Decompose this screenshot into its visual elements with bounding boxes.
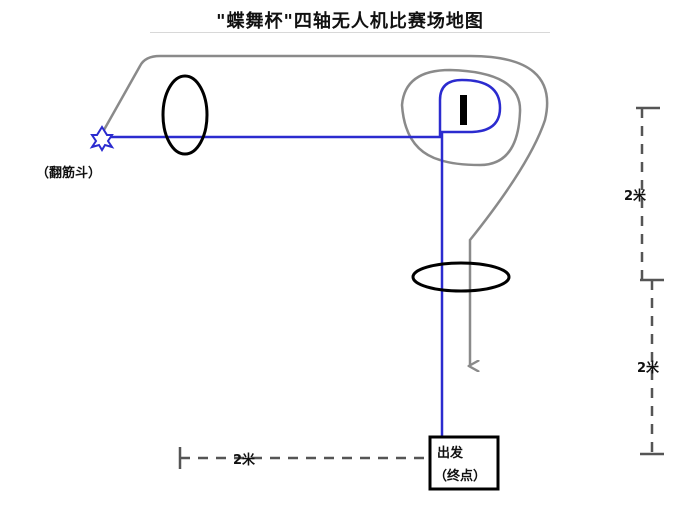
start-label: 出发 [437,445,464,461]
marker-pole [460,95,467,125]
distance-label-mid: 2米 [637,360,660,376]
distance-label-top: 2米 [624,188,647,204]
flip-label: （翻筋斗） [36,165,101,181]
distance-label-bottom: 2米 [233,452,256,468]
start-end-box [428,435,500,491]
vertical-ring [161,74,209,156]
guide-loop [400,68,522,167]
flip-star-icon [89,125,115,152]
end-label: （终点） [434,468,486,484]
guide-path [98,54,549,366]
page-title: "蝶舞杯"四轴无人机比赛场地图 [216,11,484,32]
title-divider [150,32,550,33]
horizontal-ring [411,261,511,293]
flight-path [102,78,502,440]
